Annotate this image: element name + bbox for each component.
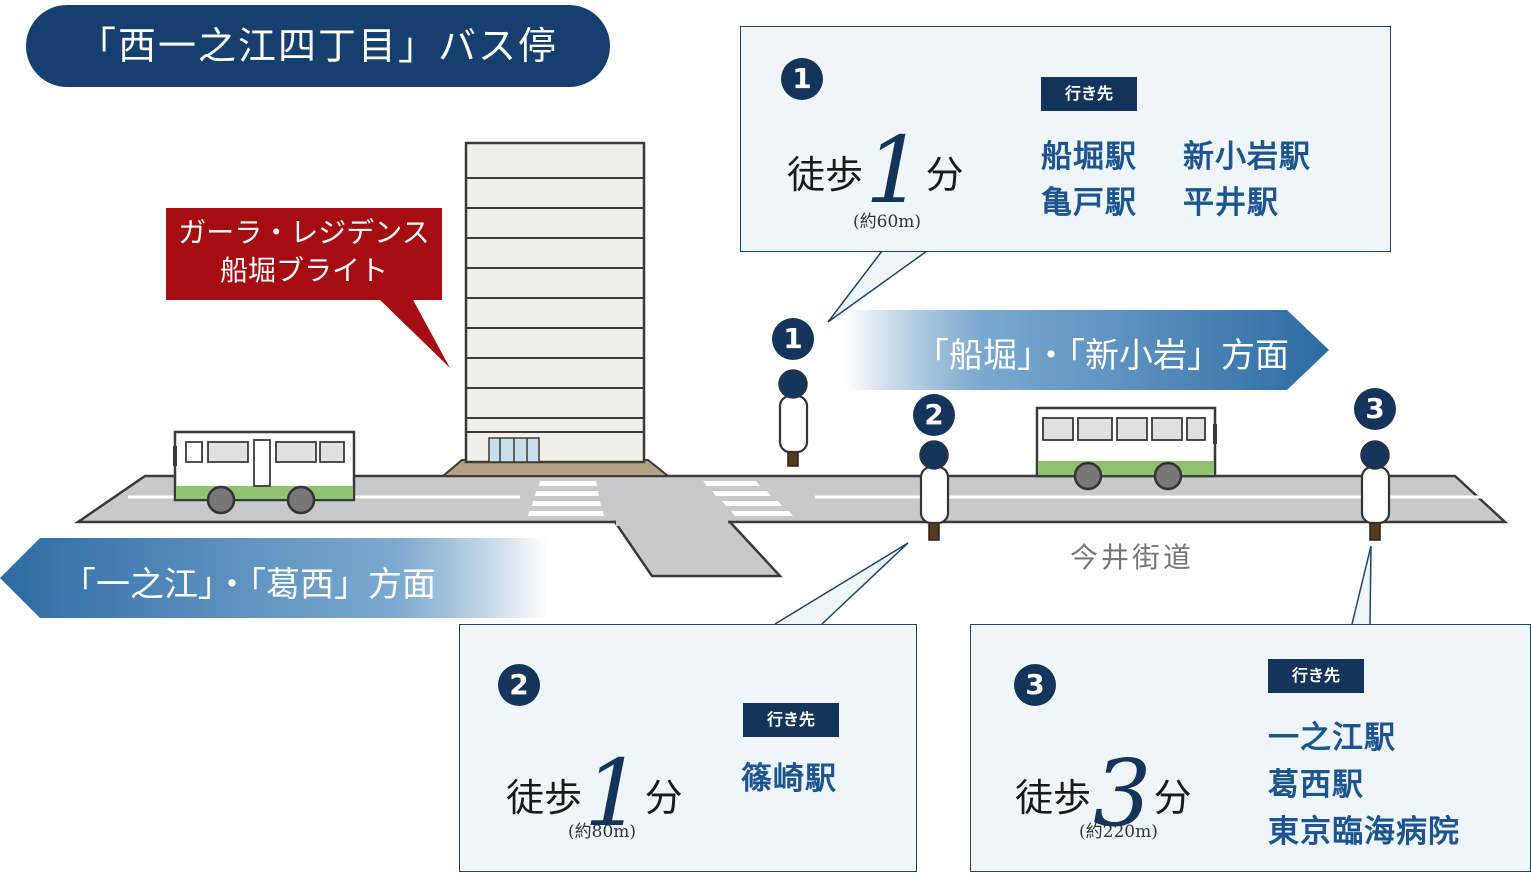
direction-west-label: 「一之江」・「葛西」方面 bbox=[62, 565, 436, 605]
stop-1-marker: 1 bbox=[772, 318, 814, 360]
crosswalk-left bbox=[528, 481, 604, 516]
stop-3-destination: 一之江駅 bbox=[1268, 720, 1396, 756]
walk-minutes: 1 bbox=[584, 740, 643, 847]
street-name: 今井街道 bbox=[1070, 541, 1195, 574]
stop-1-destination: 平井駅 bbox=[1183, 185, 1279, 221]
bus-right bbox=[1035, 406, 1217, 491]
walk-suffix: 分 bbox=[1153, 776, 1192, 820]
stop-2-destination: 篠崎駅 bbox=[741, 761, 837, 797]
stop-3-destination-tag: 行き先 bbox=[1268, 659, 1364, 693]
stop-2-marker: 2 bbox=[913, 394, 955, 436]
stop-1-destination: 亀戸駅 bbox=[1041, 185, 1137, 221]
stop-3-destination: 葛西駅 bbox=[1268, 767, 1364, 803]
walk-minutes: 3 bbox=[1093, 740, 1152, 847]
bus-stop-title: 「西一之江四丁目」バス停 bbox=[26, 5, 610, 87]
stop-1-destination-tag: 行き先 bbox=[1041, 77, 1137, 111]
building-label-line2: 船堀ブライト bbox=[219, 254, 388, 287]
residence-building bbox=[440, 141, 671, 477]
walk-prefix: 徒歩 bbox=[1015, 776, 1092, 820]
road bbox=[73, 474, 1509, 578]
stop-2-distance: (約80m) bbox=[568, 822, 637, 842]
stop-2-destination-tag: 行き先 bbox=[743, 703, 839, 737]
stop-1-walk-time: 徒歩1分 bbox=[787, 117, 964, 224]
stop-2-number-badge: 2 bbox=[498, 664, 540, 706]
stop-3-number-badge: 3 bbox=[1014, 664, 1056, 706]
walk-prefix: 徒歩 bbox=[787, 153, 864, 197]
stop-2-walk-time: 徒歩1分 bbox=[506, 740, 683, 847]
bus-stop-pole-2 bbox=[919, 440, 950, 541]
stop-3-distance: (約220m) bbox=[1079, 822, 1158, 842]
bus-stop-pole-3 bbox=[1360, 440, 1391, 541]
stop-1-destination: 船堀駅 bbox=[1041, 139, 1137, 175]
building-label-line1: ガーラ・レジデンス bbox=[178, 216, 430, 249]
direction-east-label: 「船堀」・「新小岩」方面 bbox=[915, 336, 1289, 376]
callout-1-tail bbox=[827, 250, 928, 323]
direction-arrow-east bbox=[845, 310, 1329, 390]
building-label: ガーラ・レジデンス 船堀ブライト bbox=[166, 208, 442, 300]
stop-1-info-box: 1 徒歩1分 (約60m) 行き先 船堀駅 新小岩駅 亀戸駅 平井駅 bbox=[740, 26, 1391, 252]
walk-suffix: 分 bbox=[644, 776, 683, 820]
stop-1-number-badge: 1 bbox=[781, 58, 823, 100]
stop-2-info-box: 2 徒歩1分 (約80m) 行き先 篠崎駅 bbox=[459, 624, 917, 872]
crosswalk-right bbox=[703, 481, 793, 516]
stop-3-destination: 東京臨海病院 bbox=[1268, 814, 1460, 850]
stop-3-walk-time: 徒歩3分 bbox=[1015, 740, 1192, 847]
bus-left bbox=[173, 430, 356, 515]
walk-minutes: 1 bbox=[865, 117, 924, 224]
stop-1-distance: (約60m) bbox=[853, 212, 922, 232]
stop-3-marker: 3 bbox=[1354, 388, 1396, 430]
callout-2-tail bbox=[774, 542, 909, 625]
stop-1-destination: 新小岩駅 bbox=[1183, 139, 1311, 175]
building-label-pointer bbox=[378, 298, 450, 368]
callout-3-tail bbox=[1351, 545, 1372, 625]
stop-3-info-box: 3 徒歩3分 (約220m) 行き先 一之江駅 葛西駅 東京臨海病院 bbox=[970, 624, 1531, 872]
walk-prefix: 徒歩 bbox=[506, 776, 583, 820]
bus-stop-pole-1 bbox=[778, 369, 809, 467]
walk-suffix: 分 bbox=[925, 153, 964, 197]
direction-arrow-west bbox=[0, 538, 548, 618]
